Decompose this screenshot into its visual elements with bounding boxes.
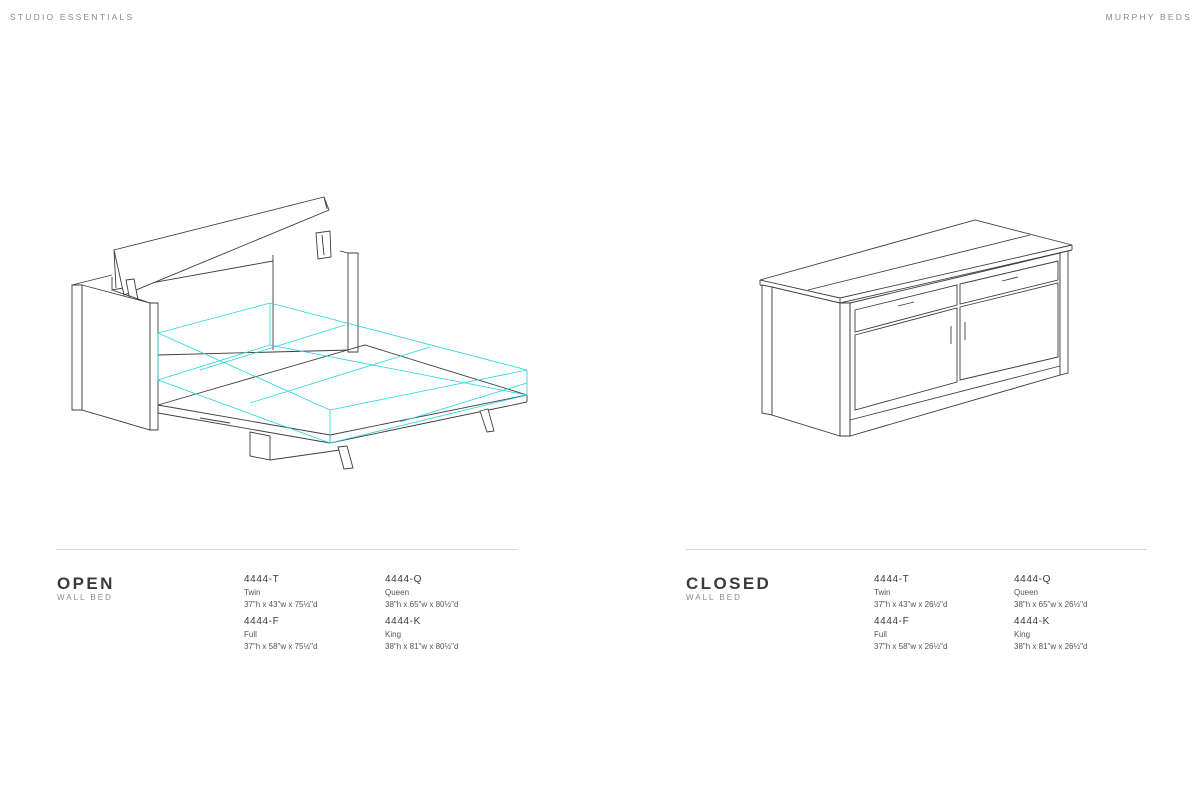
open-bed-drawing [71, 196, 528, 470]
spec-dimensions: 37"h x 43"w x 75½"d [244, 600, 318, 609]
closed-bed-drawing [759, 219, 1073, 437]
spec-sku: 4444-T [874, 574, 910, 585]
brand-label: STUDIO ESSENTIALS [10, 12, 135, 22]
spec-sku: 4444-Q [1014, 574, 1051, 585]
spec-dimensions: 37"h x 58"w x 26½"d [874, 642, 948, 651]
spec-dimensions: 38"h x 81"w x 80½"d [385, 642, 459, 651]
closed-title: CLOSED [686, 574, 772, 593]
spec-sku: 4444-T [244, 574, 280, 585]
spec-dimensions: 37"h x 43"w x 26½"d [874, 600, 948, 609]
closed-spec-queen: 4444-Q Queen 38"h x 65"w x 26½"d [1014, 574, 1149, 611]
spec-dimensions: 38"h x 81"w x 26½"d [1014, 642, 1088, 651]
spec-dimensions: 37"h x 58"w x 75½"d [244, 642, 318, 651]
closed-subtitle: WALL BED [686, 593, 742, 602]
spec-dimensions: 38"h x 65"w x 26½"d [1014, 600, 1088, 609]
spec-size-name: Twin [874, 588, 891, 597]
closed-bed-illustration [750, 210, 1080, 450]
divider-open [56, 549, 517, 550]
open-spec-twin: 4444-T Twin 37"h x 43"w x 75½"d [244, 574, 379, 611]
open-spec-full: 4444-F Full 37"h x 58"w x 75½"d [244, 616, 379, 653]
closed-spec-king: 4444-K King 38"h x 81"w x 26½"d [1014, 616, 1149, 653]
spec-size-name: King [385, 630, 402, 639]
open-bed-illustration [60, 185, 540, 485]
open-subtitle: WALL BED [57, 593, 113, 602]
spec-sku: 4444-K [385, 616, 421, 627]
open-title: OPEN [57, 574, 115, 593]
category-label: MURPHY BEDS [1105, 12, 1192, 22]
closed-spec-twin: 4444-T Twin 37"h x 43"w x 26½"d [874, 574, 1009, 611]
open-spec-queen: 4444-Q Queen 38"h x 65"w x 80½"d [385, 574, 520, 611]
spec-size-name: Queen [385, 588, 410, 597]
closed-spec-full: 4444-F Full 37"h x 58"w x 26½"d [874, 616, 1009, 653]
spec-dimensions: 38"h x 65"w x 80½"d [385, 600, 459, 609]
open-spec-king: 4444-K King 38"h x 81"w x 80½"d [385, 616, 520, 653]
spec-size-name: Full [874, 630, 887, 639]
divider-closed [686, 549, 1147, 550]
spec-sku: 4444-F [874, 616, 910, 627]
spec-sku: 4444-K [1014, 616, 1050, 627]
spec-size-name: Full [244, 630, 257, 639]
spec-sku: 4444-Q [385, 574, 422, 585]
spec-size-name: Twin [244, 588, 261, 597]
spec-sku: 4444-F [244, 616, 280, 627]
spec-size-name: King [1014, 630, 1031, 639]
spec-size-name: Queen [1014, 588, 1039, 597]
